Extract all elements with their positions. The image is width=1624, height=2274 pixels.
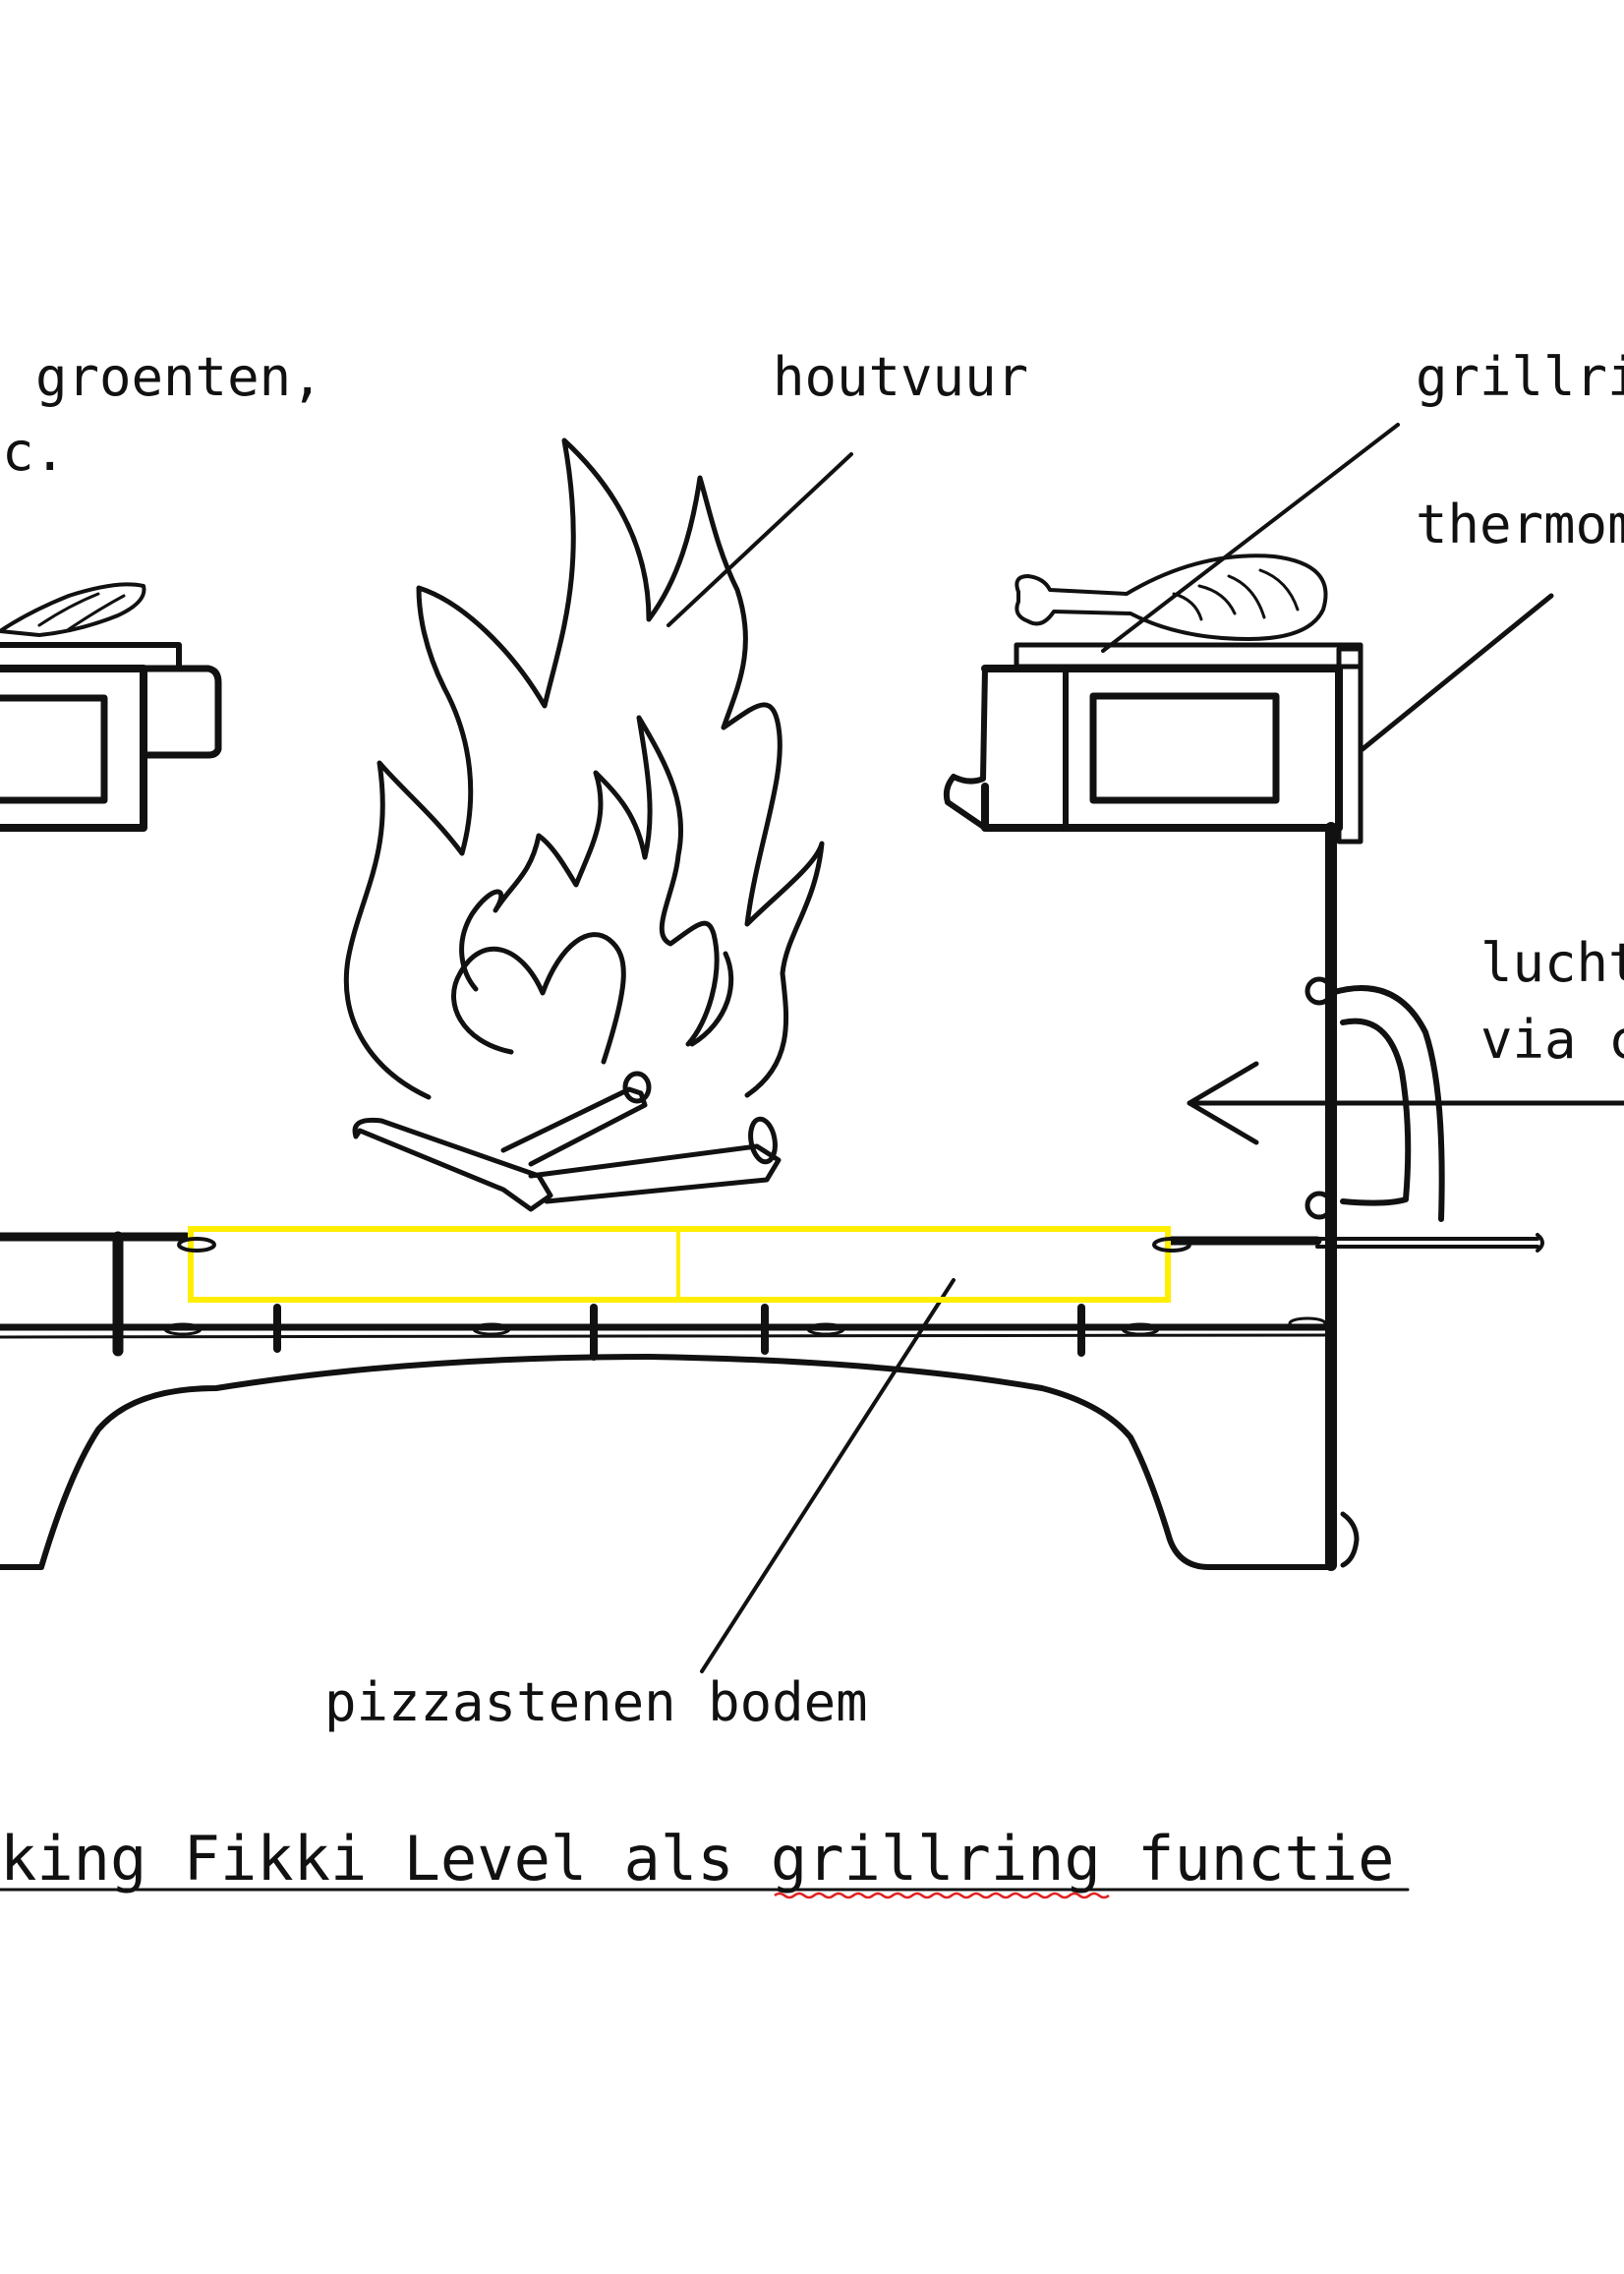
label-grillring: grillri [1416,346,1624,408]
leader-line-houtvuur [667,452,853,627]
side-handle [1305,822,1445,1571]
spellcheck-underline [774,1892,1110,1899]
left-grill-ring [0,582,222,832]
label-lucht: lucht [1480,932,1624,994]
label-houtvuur: houtvuur [773,346,1028,408]
leader-line-pizzastenen [700,1278,956,1673]
diagram-caption: king Fikki Level als grillring functie [0,1823,1394,1895]
label-thermometer: thermom [1416,494,1624,555]
pizza-stone-floor [177,1226,1191,1303]
label-via: via c [1480,1009,1624,1071]
base-frame [0,1231,1544,1570]
leader-line-thermometer [1360,593,1554,752]
label-groenten: groenten, [35,346,323,408]
label-pizzastenen-bodem: pizzastenen bodem [324,1671,868,1733]
chicken-leg-icon [1015,554,1328,641]
wood-fire-flames-icon [343,437,825,1212]
leader-line-grillring [1101,423,1400,653]
right-grill-ring [943,642,1363,845]
label-etc: c. [2,421,66,483]
